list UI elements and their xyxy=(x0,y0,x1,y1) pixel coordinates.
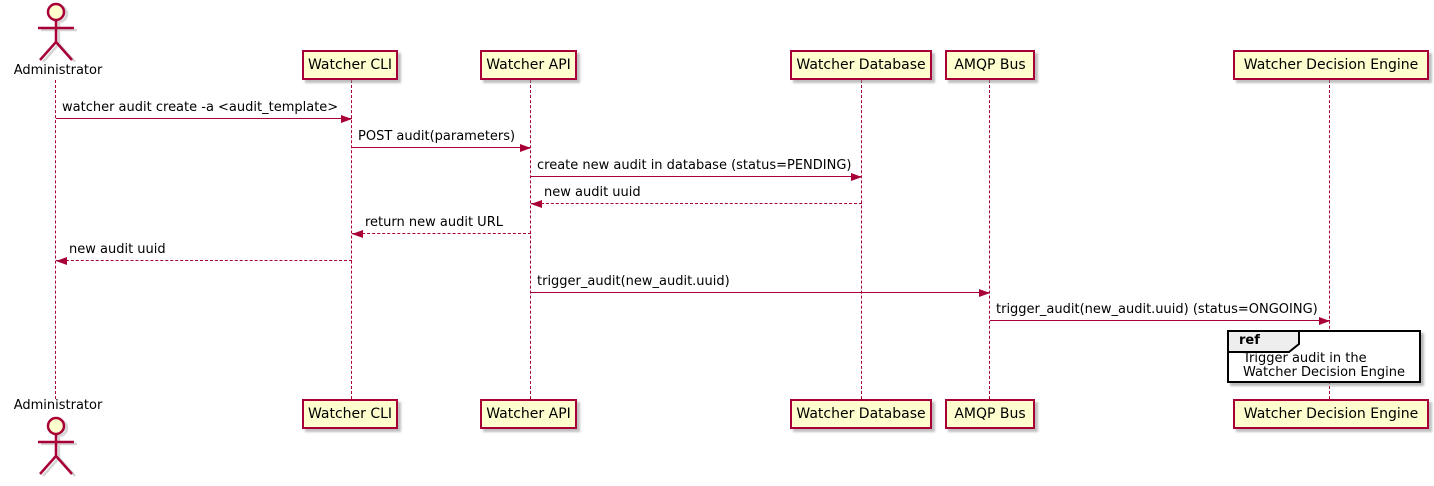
ref-text-line: Trigger audit in the xyxy=(1243,351,1367,366)
lifeline-administrator xyxy=(55,80,56,399)
arrowhead-left-icon xyxy=(352,230,363,238)
message-watcher-audit-create: watcher audit create -a <audit_template> xyxy=(56,99,352,123)
participant-watcher-api-top: Watcher API xyxy=(480,50,577,80)
message-line xyxy=(990,320,1330,321)
participant-label: Watcher API xyxy=(486,406,571,422)
message-label: new audit uuid xyxy=(544,185,641,200)
lifeline-watcher-database xyxy=(861,80,862,399)
participant-label: Watcher API xyxy=(486,57,571,73)
arrowhead-right-icon xyxy=(520,144,531,152)
participant-amqp-bus-bottom: AMQP Bus xyxy=(945,399,1035,429)
ref-keyword: ref xyxy=(1239,333,1260,348)
participant-watcher-cli-bottom: Watcher CLI xyxy=(302,399,398,429)
message-line xyxy=(352,147,531,148)
ref-fragment: ref Trigger audit in the Watcher Decisio… xyxy=(1227,330,1421,383)
participant-watcher-cli-top: Watcher CLI xyxy=(302,50,398,80)
actor-label-top: Administrator xyxy=(13,63,103,78)
message-line xyxy=(531,292,990,293)
message-create-new-audit: create new audit in database (status=PEN… xyxy=(531,157,862,181)
participant-watcher-api-bottom: Watcher API xyxy=(480,399,577,429)
actor-icon xyxy=(38,2,77,62)
ref-content: Trigger audit in the Watcher Decision En… xyxy=(1229,352,1419,380)
participant-watcher-database-bottom: Watcher Database xyxy=(790,399,932,429)
participant-label: AMQP Bus xyxy=(954,406,1026,422)
lifeline-amqp-bus xyxy=(989,80,990,399)
participant-watcher-database-top: Watcher Database xyxy=(790,50,932,80)
participant-label: AMQP Bus xyxy=(954,57,1026,73)
arrowhead-right-icon xyxy=(979,289,990,297)
participant-label: Watcher Decision Engine xyxy=(1243,57,1419,73)
message-label: POST audit(parameters) xyxy=(358,129,516,144)
participant-label: Watcher CLI xyxy=(307,406,393,422)
participant-watcher-decision-engine-top: Watcher Decision Engine xyxy=(1233,50,1429,80)
message-post-audit: POST audit(parameters) xyxy=(352,128,531,152)
message-trigger-audit-ongoing: trigger_audit(new_audit.uuid) (status=ON… xyxy=(990,301,1330,325)
message-line xyxy=(56,260,352,261)
arrowhead-left-icon xyxy=(531,200,542,208)
ref-text-line: Watcher Decision Engine xyxy=(1243,365,1405,380)
arrowhead-right-icon xyxy=(341,115,352,123)
message-label: trigger_audit(new_audit.uuid) xyxy=(537,274,730,289)
message-line xyxy=(352,233,531,234)
message-line xyxy=(531,176,862,177)
message-label: new audit uuid xyxy=(69,242,166,257)
participant-amqp-bus-top: AMQP Bus xyxy=(945,50,1035,80)
lifeline-watcher-cli xyxy=(351,80,352,399)
message-new-audit-uuid-admin: new audit uuid xyxy=(56,241,352,265)
message-label: create new audit in database (status=PEN… xyxy=(537,158,852,173)
actor-label-bottom: Administrator xyxy=(13,398,103,413)
ref-tab-icon xyxy=(1227,330,1300,353)
participant-watcher-decision-engine-bottom: Watcher Decision Engine xyxy=(1233,399,1429,429)
message-line xyxy=(56,118,352,119)
message-label: watcher audit create -a <audit_template> xyxy=(62,100,339,115)
message-label: trigger_audit(new_audit.uuid) (status=ON… xyxy=(996,302,1318,317)
lifeline-watcher-api xyxy=(530,80,531,399)
participant-label: Watcher Decision Engine xyxy=(1243,406,1419,422)
actor-icon xyxy=(38,416,77,477)
arrowhead-left-icon xyxy=(56,257,67,265)
message-label: return new audit URL xyxy=(365,215,503,230)
message-line xyxy=(531,203,862,204)
arrowhead-right-icon xyxy=(851,173,862,181)
participant-label: Watcher Database xyxy=(796,57,926,73)
participant-label: Watcher Database xyxy=(796,406,926,422)
message-trigger-audit: trigger_audit(new_audit.uuid) xyxy=(531,273,990,297)
message-new-audit-uuid-db: new audit uuid xyxy=(531,184,862,208)
participant-label: Watcher CLI xyxy=(307,57,393,73)
message-return-new-audit-url: return new audit URL xyxy=(352,214,531,238)
arrowhead-right-icon xyxy=(1319,317,1330,325)
lifeline-watcher-decision-engine xyxy=(1329,80,1330,399)
